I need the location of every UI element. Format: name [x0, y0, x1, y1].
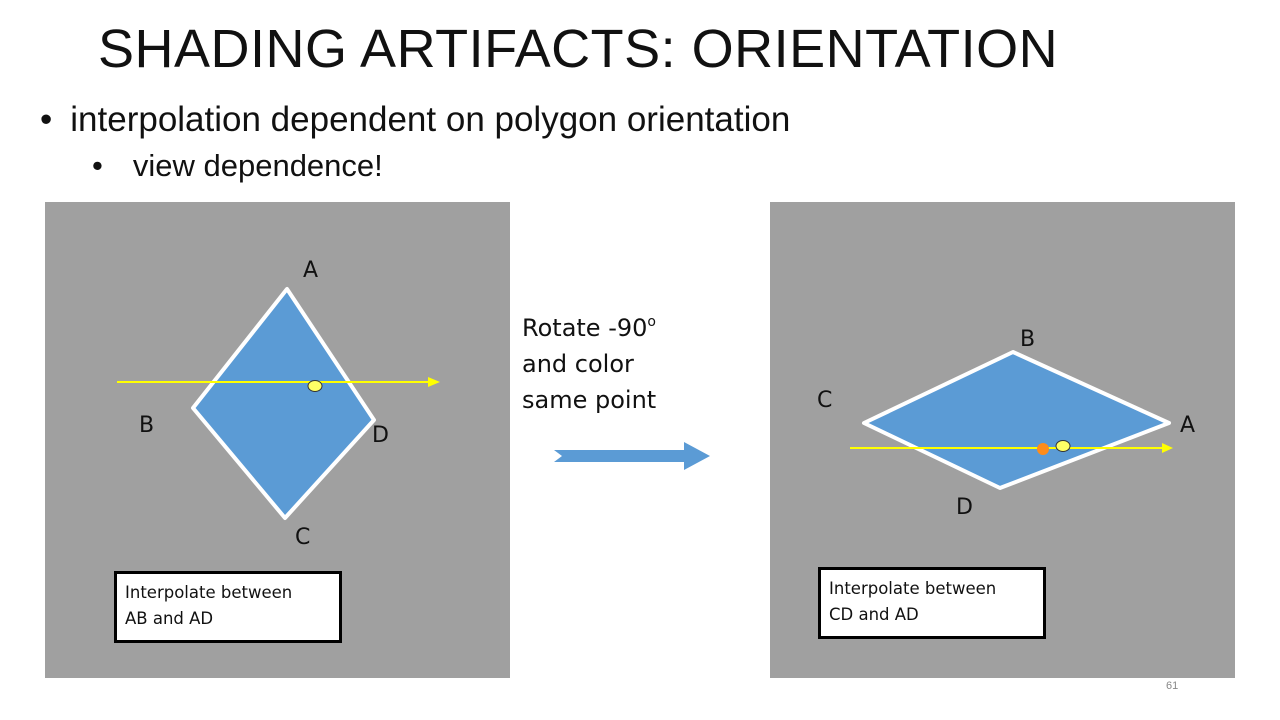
rotate-caption-line2: and color — [522, 350, 634, 378]
rotate-caption-line1: Rotate -90o — [522, 304, 656, 346]
right-diagram-svg — [850, 350, 1173, 490]
bullet-dot: • — [40, 100, 53, 139]
slide-title: SHADING ARTIFACTS: ORIENTATION — [98, 19, 1059, 79]
right-note-line2: CD and AD — [829, 605, 919, 624]
left-note-line2: AB and AD — [125, 609, 214, 628]
rotate-caption: Rotate -90o and color same point — [522, 304, 656, 418]
rotate-caption-prefix: Rotate -90 — [522, 314, 648, 342]
left-label-d: D — [372, 423, 389, 448]
right-scanline-arrowhead — [1162, 443, 1173, 453]
right-note: Interpolate between CD and AD — [818, 567, 1046, 639]
rotate-caption-line3: same point — [522, 386, 657, 414]
right-sample-point — [1055, 440, 1071, 452]
right-label-d: D — [956, 495, 973, 520]
right-label-a: A — [1180, 413, 1196, 438]
right-note-line1: Interpolate between — [829, 579, 997, 598]
left-scanline-arrowhead — [428, 377, 440, 387]
page-number: 61 — [1166, 680, 1179, 692]
left-diamond — [191, 287, 376, 520]
right-label-c: C — [817, 388, 833, 413]
right-label-b: B — [1020, 327, 1036, 352]
degree-superscript: o — [647, 314, 656, 330]
bullet-level2: • view dependence! — [92, 148, 383, 184]
right-diagram-panel: B C A D Interpolate between CD and AD — [770, 202, 1235, 678]
right-alt-point — [1037, 443, 1049, 455]
left-note: Interpolate between AB and AD — [114, 571, 342, 643]
left-label-c: C — [295, 525, 311, 550]
bullet-dot: • — [92, 148, 103, 183]
bullet-level2-text: view dependence! — [132, 148, 383, 183]
bullet-level1: • interpolation dependent on polygon orie… — [40, 100, 790, 140]
left-diagram-svg — [117, 287, 440, 520]
left-note-line1: Interpolate between — [125, 583, 293, 602]
left-diagram-panel: A B D C Interpolate between AB and AD — [45, 202, 510, 678]
bullet-level1-text: interpolation dependent on polygon orien… — [70, 100, 791, 139]
rotate-arrow-icon — [554, 442, 710, 470]
left-sample-point — [307, 380, 323, 392]
left-label-a: A — [303, 258, 319, 283]
right-diamond — [862, 350, 1171, 490]
left-label-b: B — [139, 413, 155, 438]
